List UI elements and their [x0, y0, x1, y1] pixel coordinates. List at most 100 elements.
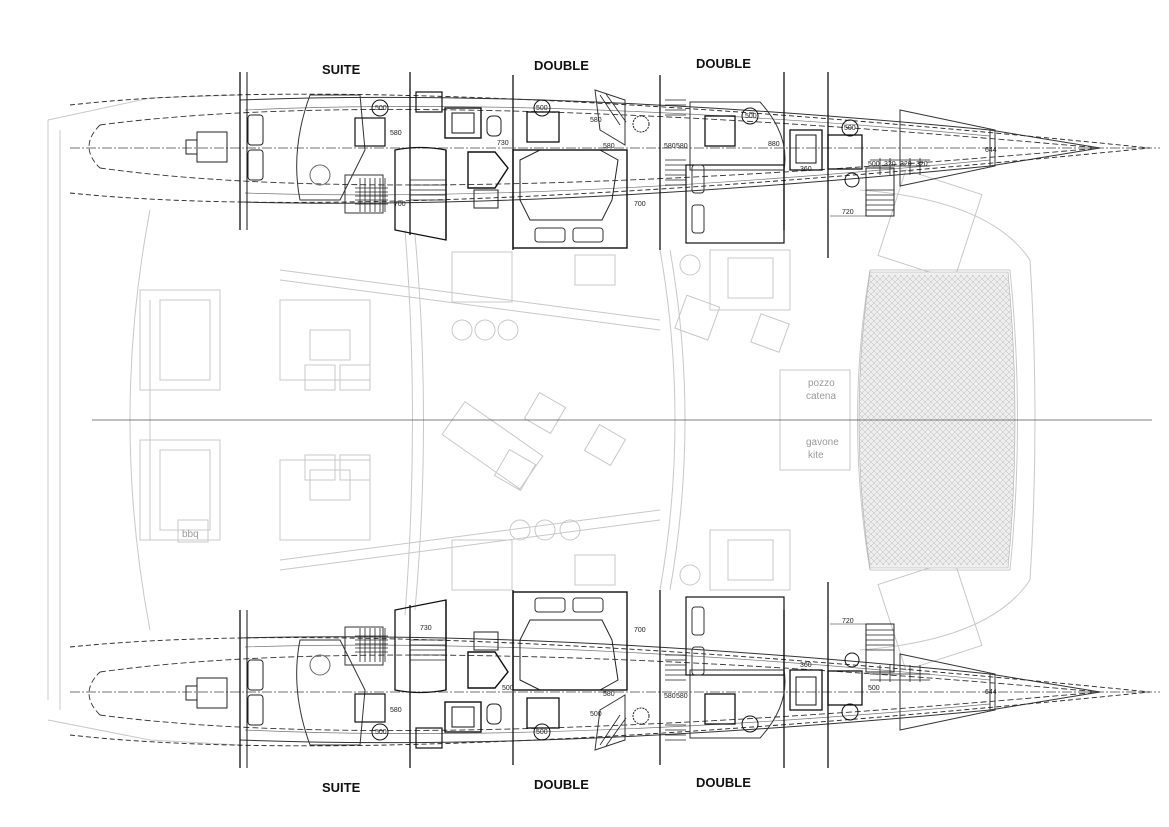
- hatch-line: [859, 274, 963, 566]
- hatch-line: [887, 274, 1015, 566]
- hatch-line: [859, 274, 969, 566]
- hatch-line: [869, 274, 1015, 566]
- cabin-labels-bottom: SUITE DOUBLE DOUBLE: [322, 775, 751, 795]
- hatch-line: [859, 274, 945, 566]
- hatch-line: [959, 274, 1015, 566]
- hatch-line: [923, 274, 1015, 566]
- kite-locker-label-1: gavone: [806, 437, 839, 448]
- hatch-line: [935, 274, 1015, 566]
- hatch-line: [905, 274, 1015, 566]
- cabin-label-double: DOUBLE: [534, 777, 589, 792]
- chain-locker-label-1: pozzo: [808, 378, 835, 389]
- hatch-line: [859, 274, 981, 566]
- hatch-line: [859, 274, 951, 566]
- dim-label: 700: [634, 201, 646, 208]
- dim-label: 360: [800, 166, 812, 173]
- dim-label: 320: [884, 161, 896, 168]
- hatch-line: [859, 274, 939, 566]
- hatch-line: [893, 274, 1015, 566]
- hatch-line: [859, 274, 993, 566]
- hatch-line: [947, 274, 1015, 566]
- hull-top: [69, 71, 1161, 259]
- hatch-line: [875, 274, 1015, 566]
- dim-label: 580: [664, 693, 676, 700]
- dim-label: 580: [603, 143, 615, 150]
- hatch-line: [859, 274, 957, 566]
- hatch-line: [1152, 275, 1169, 565]
- hatch-line: [859, 274, 951, 566]
- dim-label: 700: [394, 201, 406, 208]
- dim-label: 500: [745, 113, 757, 120]
- dim-label: 500: [502, 685, 514, 692]
- hatch-line: [859, 274, 975, 566]
- hatch-line: [899, 274, 1015, 566]
- hatch-line: [929, 274, 1015, 566]
- hatch-line: [859, 274, 999, 566]
- dim-label: 320: [916, 161, 928, 168]
- dim-label: 500: [590, 711, 602, 718]
- cabin-label-double: DOUBLE: [696, 56, 751, 71]
- dim-label: 500: [844, 125, 856, 132]
- dim-label: 500: [868, 161, 880, 168]
- hatch-line: [859, 274, 927, 566]
- hatch-line: [899, 274, 1015, 566]
- hatch-line: [917, 274, 1015, 566]
- hatch-line: [953, 274, 1015, 566]
- hatch-line: [859, 274, 921, 566]
- bbq-label: bbq: [182, 529, 199, 540]
- dim-label: 644: [985, 147, 997, 154]
- hatch-line: [859, 274, 981, 566]
- hatch-line: [859, 274, 1005, 566]
- hatch-line: [859, 274, 999, 566]
- hatch-line: [887, 274, 1015, 566]
- hatch-line: [911, 274, 1015, 566]
- hatch-line: [959, 274, 1015, 566]
- hatch-line: [911, 274, 1015, 566]
- hatch-line: [859, 274, 963, 566]
- dim-label: 500: [536, 105, 548, 112]
- hatch-line: [869, 274, 1015, 566]
- cabin-label-suite: SUITE: [322, 780, 361, 795]
- hatch-line: [859, 274, 939, 566]
- hatch-line: [859, 274, 957, 566]
- dim-label: 720: [842, 618, 854, 625]
- dim-label: 580: [390, 130, 402, 137]
- hatch-line: [859, 274, 933, 566]
- dim-label: 580: [390, 707, 402, 714]
- kite-locker-label-2: kite: [808, 450, 824, 461]
- dim-label: 580: [590, 117, 602, 124]
- hatch-line: [935, 274, 1015, 566]
- hatch-line: [941, 274, 1015, 566]
- cabin-label-suite: SUITE: [322, 62, 361, 77]
- hatch-line: [859, 274, 945, 566]
- hatch-line: [859, 274, 1005, 566]
- hatch-line: [859, 274, 993, 566]
- hatch-line: [929, 274, 1015, 566]
- hatch-line: [859, 274, 927, 566]
- cabin-labels-top: SUITE DOUBLE DOUBLE: [322, 56, 751, 77]
- dim-label: 700: [634, 627, 646, 634]
- hatch-line: [875, 274, 1015, 566]
- dim-label: 730: [497, 140, 509, 147]
- dim-label: 500: [536, 729, 548, 736]
- dim-label: 720: [842, 209, 854, 216]
- hatch-line: [917, 274, 1015, 566]
- hatch-line: [859, 274, 987, 566]
- dim-label: 880: [768, 141, 780, 148]
- dim-label: 320: [900, 161, 912, 168]
- dim-label: 580: [664, 143, 676, 150]
- dim-label: 500: [375, 105, 387, 112]
- hatch-line: [859, 274, 933, 566]
- hatch-line: [859, 274, 915, 566]
- hatch-line: [1158, 275, 1169, 565]
- hatch-line: [953, 274, 1015, 566]
- hatch-line: [881, 274, 1015, 566]
- hatch-line: [941, 274, 1015, 566]
- hatch-line: [859, 274, 915, 566]
- dim-label: 580: [676, 693, 688, 700]
- hull-bottom: [69, 581, 1161, 769]
- hatch-line: [859, 274, 969, 566]
- hatch-line: [905, 274, 1015, 566]
- dimensions-top: 500 500 580 730 500 580 880 580 580 580 …: [375, 105, 997, 216]
